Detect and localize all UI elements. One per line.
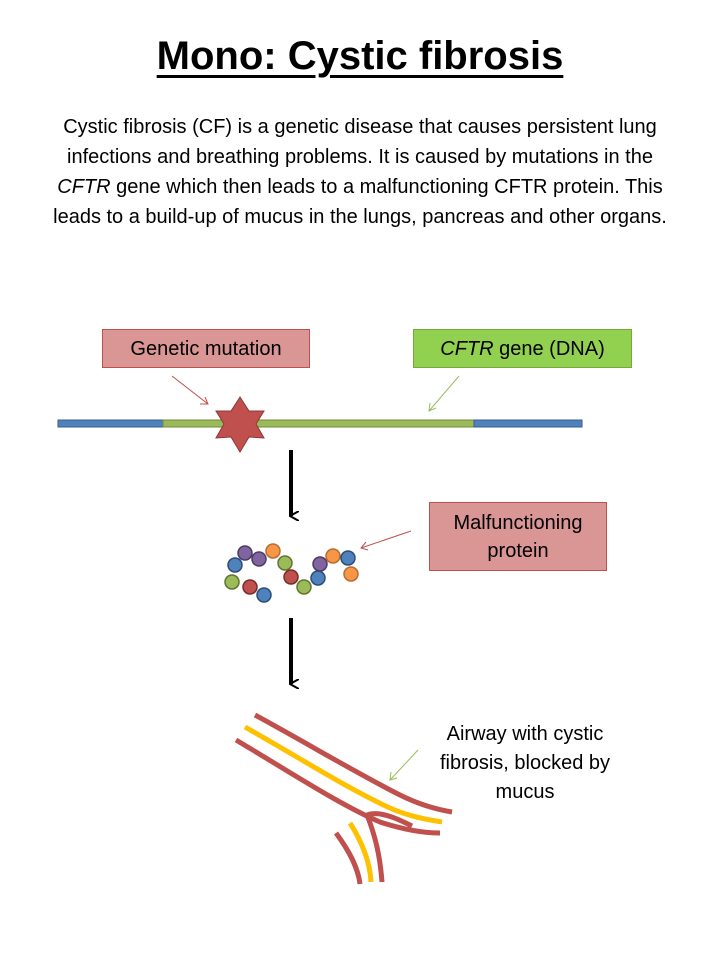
airway-wall-inner-top (234, 737, 441, 836)
protein-bead (312, 556, 328, 572)
malfunctioning-protein-label: Malfunctioning protein (429, 502, 607, 571)
intro-text-part2: gene which then leads to a malfunctionin… (53, 176, 667, 228)
gene-pointer-head (428, 402, 437, 412)
protein-bead (265, 543, 281, 559)
airway-mucus-top (243, 724, 443, 825)
airway-wall-outer-top (253, 712, 453, 815)
protein-bead (227, 557, 243, 573)
protein-bead (296, 579, 312, 595)
protein-bead (277, 555, 293, 571)
airway-label: Airway with cystic fibrosis, blocked by … (439, 723, 611, 803)
cftr-gene-label: CFTR gene (DNA) (413, 329, 632, 368)
protein-bead (256, 587, 272, 603)
dna-left-segment (57, 419, 166, 428)
protein-bead (283, 569, 299, 585)
cftr-gene-segment (162, 419, 476, 428)
protein-chain (224, 543, 359, 603)
protein-bead (237, 545, 253, 561)
protein-bead (224, 574, 240, 590)
mutation-star (215, 396, 265, 453)
mutation-pointer-head (200, 396, 209, 405)
dna-strand (57, 419, 583, 428)
protein-pointer-head (360, 541, 369, 551)
dna-right-segment (473, 419, 583, 428)
protein-bead (340, 550, 356, 566)
airway-mucus-bottom (347, 821, 374, 883)
cftr-gene-label-italic: CFTR (440, 337, 494, 360)
protein-bead (325, 548, 341, 564)
protein-bead (310, 570, 326, 586)
airway-branch-cap (366, 811, 414, 829)
genetic-mutation-label: Genetic mutation (102, 329, 310, 368)
gene-pointer (428, 375, 460, 412)
airway-wall-inner-bottom (364, 814, 385, 883)
mutation-pointer (171, 375, 209, 405)
airway-pointer-head (389, 771, 398, 781)
protein-pointer (360, 530, 412, 549)
protein-bead (251, 551, 267, 567)
intro-text-part1: Cystic fibrosis (CF) is a genetic diseas… (63, 116, 657, 168)
protein-bead (242, 579, 258, 595)
intro-paragraph: Cystic fibrosis (CF) is a genetic diseas… (40, 112, 680, 232)
protein-bead (343, 566, 359, 582)
airway-wall-outer-bottom (333, 831, 363, 885)
airway-pointer (389, 749, 419, 781)
airway-illustration (234, 712, 453, 885)
page-title: Mono: Cystic fibrosis (156, 34, 564, 78)
intro-gene-name: CFTR (57, 176, 111, 198)
cftr-gene-label-rest: gene (DNA) (493, 337, 605, 360)
